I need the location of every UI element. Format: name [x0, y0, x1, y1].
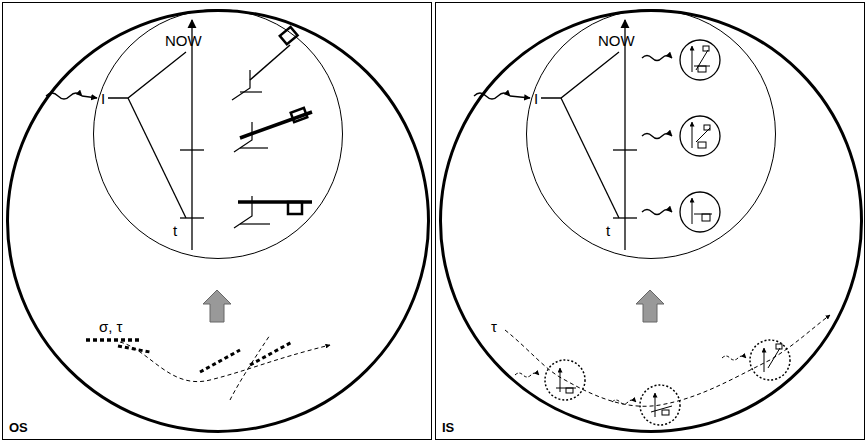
inner-circle: NOW It [526, 9, 776, 259]
panel-box: OS σ, τ NOW It [2, 2, 432, 440]
circle-outline [6, 9, 430, 433]
axis-label: t [173, 223, 177, 239]
axis-label: I [534, 91, 538, 107]
circle-outline [93, 9, 343, 259]
outer-circle: σ, τ NOW It [6, 9, 430, 433]
axis-label: NOW [598, 33, 635, 49]
circle-outline [526, 9, 776, 259]
figure-icon [692, 46, 712, 224]
axis-label: τ [491, 319, 497, 335]
panel-label: OS [9, 420, 28, 436]
panel-box: IS τ NOW It [435, 2, 865, 440]
inner-circle: NOW It [93, 9, 343, 259]
up-arrow [203, 290, 231, 322]
axis-label: t [606, 223, 610, 239]
panel-label: IS [442, 420, 454, 436]
axis-label: σ, τ [99, 319, 123, 335]
posture-sketch [232, 27, 312, 228]
up-arrow [636, 290, 664, 322]
time-axis [46, 20, 204, 250]
axis-label: NOW [165, 33, 202, 49]
circle-outline [439, 9, 863, 433]
time-axis [474, 20, 720, 250]
axis-label: I [101, 91, 105, 107]
outer-circle: τ NOW It [439, 9, 863, 433]
trajectory [86, 335, 330, 400]
